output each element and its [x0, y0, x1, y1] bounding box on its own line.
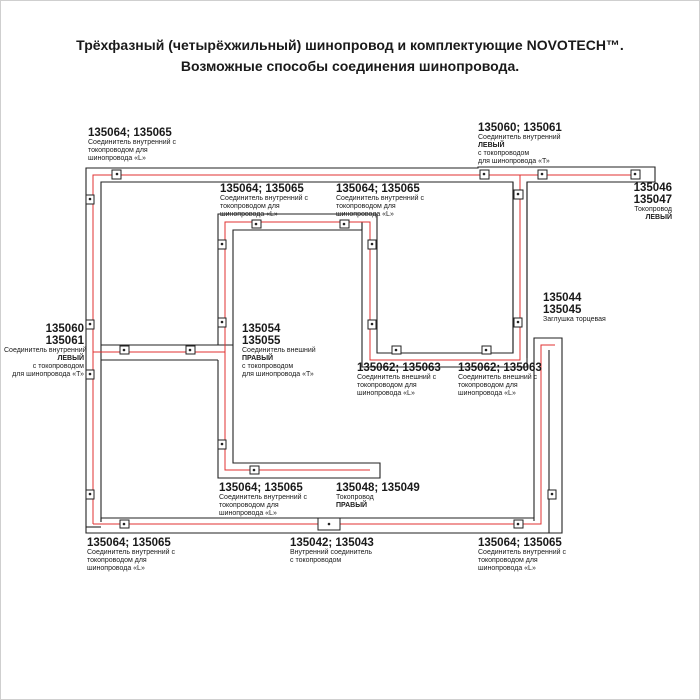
diagram-subtitle: Возможные способы соединения шинопровода… — [180, 58, 520, 74]
connector-blocks — [85, 169, 641, 531]
conductor-lines — [92, 174, 640, 525]
contact-dots — [88, 172, 637, 526]
diagram-title: Трёхфазный (четырёхжильный) шинопровод и… — [76, 37, 624, 53]
label-end-cap: 135044 135045 Заглушка торцевая — [543, 292, 606, 323]
